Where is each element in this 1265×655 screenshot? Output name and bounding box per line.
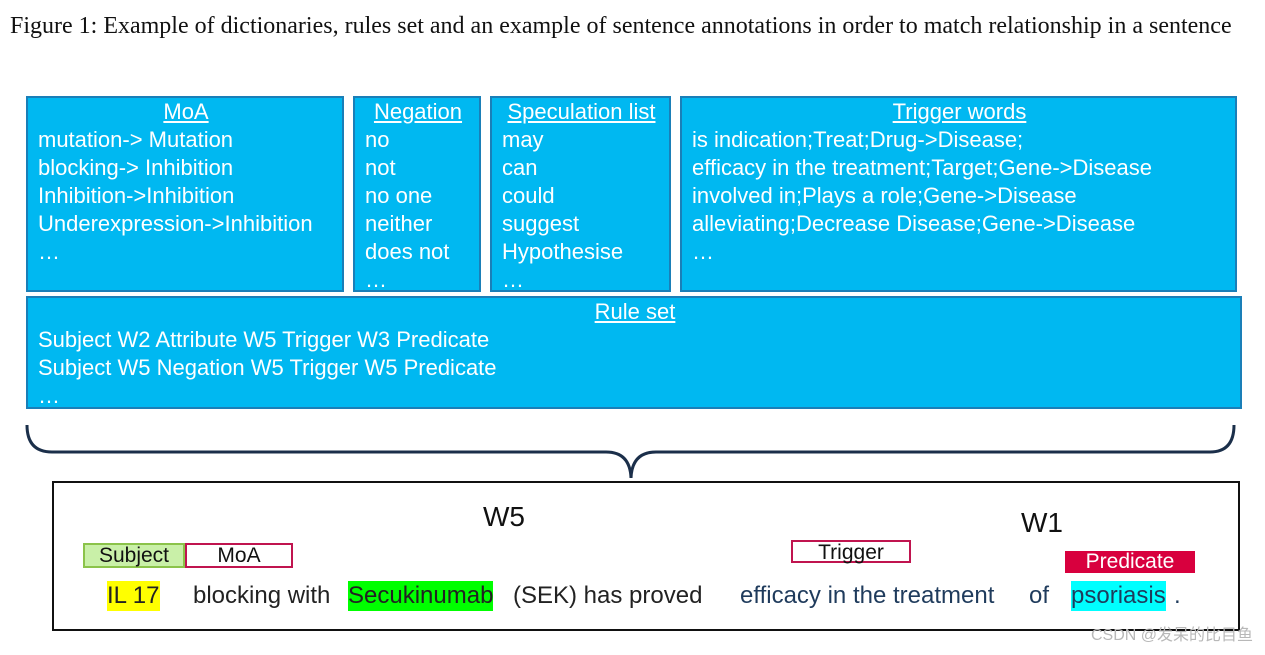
- negation-line: not: [365, 155, 396, 180]
- w1-label: W1: [1021, 507, 1063, 538]
- rule-line: …: [38, 383, 60, 408]
- speculation-box: Speculation list may can could suggest H…: [490, 96, 671, 292]
- negation-line: …: [365, 267, 387, 292]
- figure-caption: Figure 1: Example of dictionaries, rules…: [10, 13, 1232, 39]
- moa-line: Underexpression->Inhibition: [38, 211, 313, 236]
- trigger-words-line: …: [692, 239, 714, 264]
- trigger-words-box: Trigger words is indication;Treat;Drug->…: [680, 96, 1237, 292]
- moa-line: blocking-> Inhibition: [38, 155, 234, 180]
- negation-line: no: [365, 127, 390, 152]
- trigger-words-line: efficacy in the treatment;Target;Gene->D…: [692, 155, 1153, 180]
- drug-entity: Secukinumab: [348, 581, 494, 611]
- moa-word: blocking with: [193, 582, 331, 609]
- speculation-line: could: [502, 183, 555, 208]
- negation-line: neither: [365, 211, 433, 236]
- speculation-line: …: [502, 267, 524, 292]
- w5-label: W5: [483, 501, 525, 532]
- trigger-phrase: efficacy in the treatment: [740, 582, 995, 609]
- moa-title: MoA: [163, 99, 209, 124]
- trigger-words-line: is indication;Treat;Drug->Disease;: [692, 127, 1024, 152]
- predicate-tag: Predicate: [1065, 551, 1195, 573]
- speculation-line: may: [502, 127, 544, 152]
- moa-box: MoA mutation-> Mutation blocking-> Inhib…: [26, 96, 344, 292]
- negation-box: Negation no not no one neither does not …: [353, 96, 481, 292]
- watermark: CSDN @发呆的比目鱼: [1090, 627, 1253, 644]
- rules-curly-brace: [25, 424, 1236, 479]
- trigger-words-line: alleviating;Decrease Disease;Gene->Disea…: [692, 211, 1136, 236]
- speculation-line: suggest: [502, 211, 580, 236]
- rule-set-title: Rule set: [594, 299, 676, 324]
- sentence-fragment: (SEK) has proved: [513, 582, 703, 609]
- rule-set-box: Rule set Subject W2 Attribute W5 Trigger…: [26, 296, 1242, 409]
- negation-title: Negation: [373, 99, 463, 124]
- predicate-entity: psoriasis: [1071, 581, 1166, 611]
- subject-tag: Subject: [83, 543, 185, 568]
- speculation-line: Hypothesise: [502, 239, 624, 264]
- rule-line: Subject W5 Negation W5 Trigger W5 Predic…: [38, 355, 497, 380]
- rule-line: Subject W2 Attribute W5 Trigger W3 Predi…: [38, 327, 490, 352]
- sentence-period: .: [1174, 582, 1181, 609]
- speculation-line: can: [502, 155, 538, 180]
- trigger-words-line: involved in;Plays a role;Gene->Disease: [692, 183, 1077, 208]
- moa-line: …: [38, 239, 60, 264]
- moa-tag: MoA: [185, 543, 293, 568]
- negation-line: no one: [365, 183, 433, 208]
- negation-line: does not: [365, 239, 450, 264]
- moa-line: Inhibition->Inhibition: [38, 183, 235, 208]
- speculation-title: Speculation list: [507, 99, 656, 124]
- moa-line: mutation-> Mutation: [38, 127, 234, 152]
- trigger-tag: Trigger: [791, 540, 911, 564]
- trigger-words-title: Trigger words: [892, 99, 1027, 124]
- subject-entity: IL 17: [107, 581, 160, 611]
- of-word: of: [1029, 582, 1050, 609]
